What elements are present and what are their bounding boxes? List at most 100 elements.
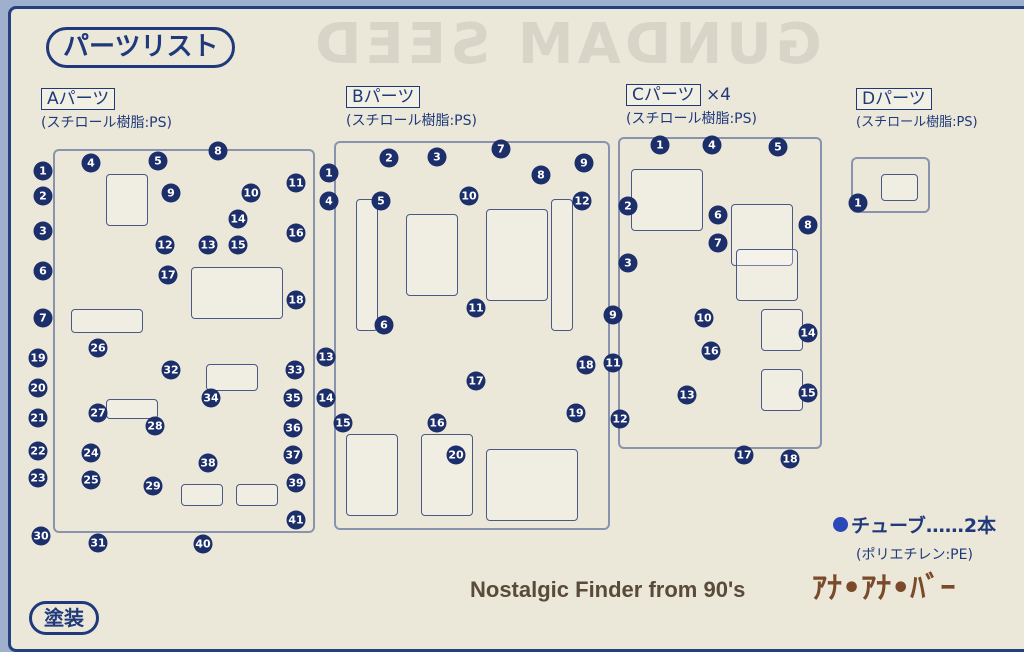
part-number-b-12: 12 (572, 191, 592, 211)
part-number-b-5: 5 (371, 191, 391, 211)
part-drawing (761, 369, 803, 411)
part-drawing (71, 309, 143, 333)
part-number-a-38: 38 (198, 453, 218, 473)
group-a-material: (スチロール樹脂:PS) (41, 115, 172, 131)
part-number-c-11: 11 (603, 353, 623, 373)
part-number-a-25: 25 (81, 470, 101, 490)
part-number-a-16: 16 (286, 223, 306, 243)
group-c-multiplier: ×4 (705, 85, 731, 105)
part-number-b-18: 18 (576, 355, 596, 375)
group-d-material: (スチロール樹脂:PS) (856, 115, 978, 130)
group-c-name: Cパーツ (626, 84, 701, 106)
tube-item: チューブ……2本 (833, 515, 996, 538)
part-number-b-6: 6 (374, 315, 394, 335)
part-drawing (731, 204, 793, 266)
part-drawing (236, 484, 278, 506)
part-number-a-34: 34 (201, 388, 221, 408)
part-number-c-7: 7 (708, 233, 728, 253)
part-number-c-10: 10 (694, 308, 714, 328)
part-number-c-9: 9 (603, 305, 623, 325)
part-number-c-12: 12 (610, 409, 630, 429)
part-number-c-18: 18 (780, 449, 800, 469)
part-number-a-28: 28 (145, 416, 165, 436)
part-drawing (421, 434, 473, 516)
part-number-c-1: 1 (650, 135, 670, 155)
tube-label: チューブ……2本 (851, 515, 997, 537)
part-drawing (106, 399, 158, 419)
part-number-a-41: 41 (286, 510, 306, 530)
part-number-b-9: 9 (574, 153, 594, 173)
part-number-b-15: 15 (333, 413, 353, 433)
part-number-b-8: 8 (531, 165, 551, 185)
sprue-a (53, 149, 315, 533)
part-number-a-33: 33 (285, 360, 305, 380)
part-number-c-3: 3 (618, 253, 638, 273)
part-number-c-4: 4 (702, 135, 722, 155)
part-number-c-15: 15 (798, 383, 818, 403)
part-number-a-26: 26 (88, 338, 108, 358)
part-number-a-39: 39 (286, 473, 306, 493)
part-number-a-12: 12 (155, 235, 175, 255)
part-number-b-10: 10 (459, 186, 479, 206)
tube-material: (ポリエチレン:PE) (856, 547, 973, 563)
part-number-c-13: 13 (677, 385, 697, 405)
part-number-c-14: 14 (798, 323, 818, 343)
part-drawing (191, 267, 283, 319)
part-number-a-6: 6 (33, 261, 53, 281)
bullet-icon (833, 517, 848, 532)
part-number-b-16: 16 (427, 413, 447, 433)
part-number-a-13: 13 (198, 235, 218, 255)
part-drawing (761, 309, 803, 351)
part-number-a-23: 23 (28, 468, 48, 488)
watermark-text: Nostalgic Finder from 90's (470, 577, 746, 602)
sprue-c (618, 137, 822, 449)
part-number-b-7: 7 (491, 139, 511, 159)
part-number-a-7: 7 (33, 308, 53, 328)
part-number-c-8: 8 (798, 215, 818, 235)
part-number-a-5: 5 (148, 151, 168, 171)
part-number-a-35: 35 (283, 388, 303, 408)
part-number-a-37: 37 (283, 445, 303, 465)
part-drawing (181, 484, 223, 506)
page-title: パーツリスト (46, 27, 236, 69)
part-number-b-2: 2 (379, 148, 399, 168)
part-number-a-29: 29 (143, 476, 163, 496)
part-number-b-14: 14 (316, 388, 336, 408)
part-number-a-9: 9 (161, 183, 181, 203)
part-number-a-36: 36 (283, 418, 303, 438)
part-number-b-19: 19 (566, 403, 586, 423)
part-number-a-8: 8 (208, 141, 228, 161)
part-drawing (551, 199, 573, 331)
part-number-a-21: 21 (28, 408, 48, 428)
part-number-c-2: 2 (618, 196, 638, 216)
sprue-d (851, 157, 930, 213)
part-number-c-5: 5 (768, 137, 788, 157)
part-number-b-20: 20 (446, 445, 466, 465)
part-drawing (486, 209, 548, 301)
part-number-a-32: 32 (161, 360, 181, 380)
part-number-a-1: 1 (33, 161, 53, 181)
part-number-a-3: 3 (33, 221, 53, 241)
part-number-a-22: 22 (28, 441, 48, 461)
part-drawing (106, 174, 148, 226)
part-drawing (486, 449, 578, 521)
part-number-c-6: 6 (708, 205, 728, 225)
part-number-a-40: 40 (193, 534, 213, 554)
group-b-material: (スチロール樹脂:PS) (346, 113, 477, 129)
part-drawing (406, 214, 458, 296)
part-number-b-17: 17 (466, 371, 486, 391)
part-number-c-16: 16 (701, 341, 721, 361)
group-b-label: Bパーツ (346, 86, 421, 108)
part-number-a-19: 19 (28, 348, 48, 368)
part-number-b-3: 3 (427, 147, 447, 167)
part-number-b-13: 13 (316, 347, 336, 367)
part-number-a-4: 4 (81, 153, 101, 173)
part-drawing (736, 249, 798, 301)
watermark-logo: ｱﾅ•ｱﾅ•ﾊﾞｰ (812, 571, 956, 606)
group-a-label: Aパーツ (41, 88, 116, 110)
part-number-a-18: 18 (286, 290, 306, 310)
group-c-label: Cパーツ ×4 (626, 84, 731, 106)
part-number-a-2: 2 (33, 186, 53, 206)
part-number-d-1: 1 (848, 193, 868, 213)
part-number-c-17: 17 (734, 445, 754, 465)
